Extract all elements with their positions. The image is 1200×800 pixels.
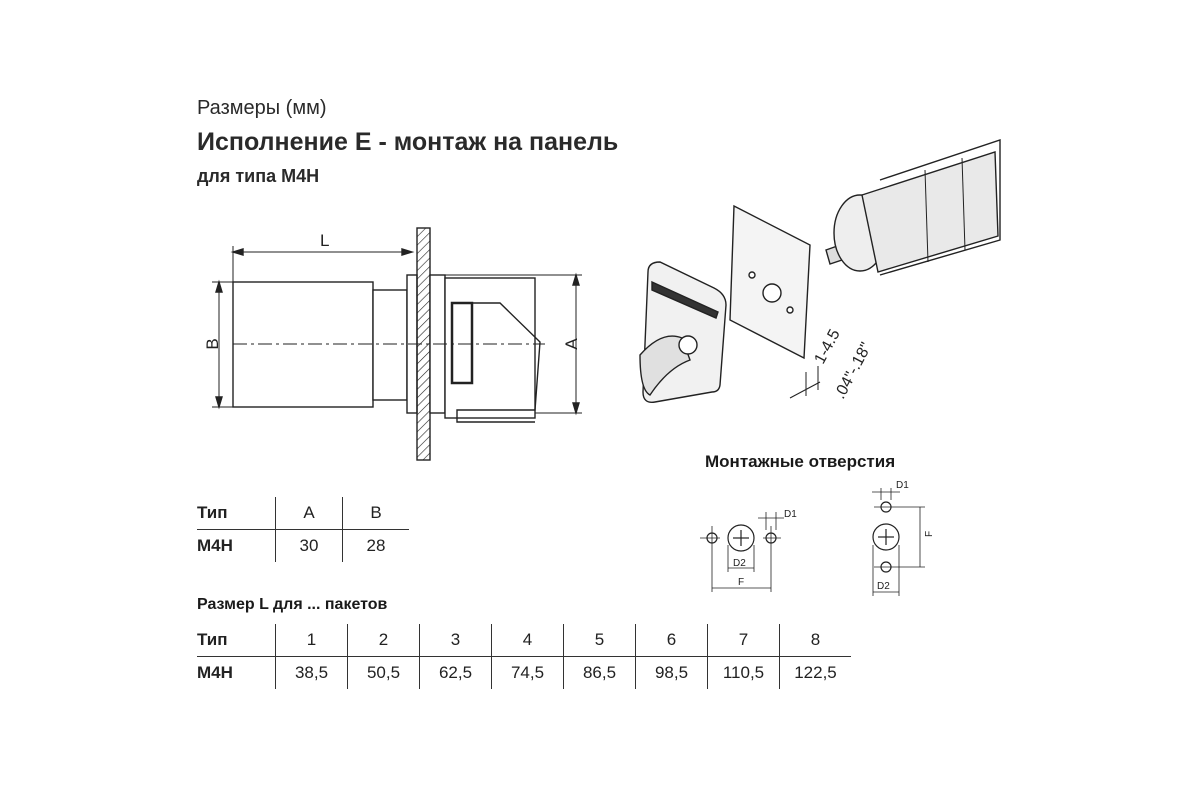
row-type: M4H	[197, 663, 233, 682]
cell-B: 28	[342, 529, 409, 562]
cell-A: 30	[275, 529, 343, 562]
exploded-view	[639, 139, 1001, 403]
cell-3: 62,5	[419, 656, 492, 689]
label-D1-v: D1	[896, 480, 909, 491]
label-D1-h: D1	[784, 509, 797, 520]
header-type: Тип	[197, 624, 276, 657]
panel-sheet	[729, 204, 811, 360]
row-type: M4H	[197, 536, 233, 555]
label-D2-h: D2	[733, 558, 746, 569]
cell-5: 86,5	[563, 656, 636, 689]
dimension-label-B: B	[203, 338, 222, 349]
switch-cam-body	[861, 151, 999, 273]
cell-2: 50,5	[347, 656, 420, 689]
switch-neck	[372, 289, 408, 401]
header-7: 7	[707, 624, 780, 657]
cell-6: 98,5	[635, 656, 708, 689]
subheading: для типа M4H	[197, 166, 320, 186]
page-title: Исполнение E - монтаж на панель	[197, 128, 619, 156]
mounting-holes-heading: Монтажные отверстия	[705, 452, 896, 471]
header-3: 3	[419, 624, 492, 657]
label-D2-v: D2	[877, 581, 890, 592]
pack-table-heading: Размер L для ... пакетов	[197, 596, 388, 613]
header-B: B	[342, 497, 409, 530]
table-row: M4H 30 28	[197, 529, 409, 562]
cell-1: 38,5	[275, 656, 348, 689]
header-6: 6	[635, 624, 708, 657]
header-type: Тип	[197, 497, 276, 530]
label-F-v: F	[924, 531, 935, 537]
header-2: 2	[347, 624, 420, 657]
header-1: 1	[275, 624, 348, 657]
ab-dimensions-table: Тип A B M4H 30 28	[197, 497, 409, 562]
header-8: 8	[779, 624, 851, 657]
hole-center-large	[727, 524, 755, 552]
cell-7: 110,5	[707, 656, 780, 689]
hole-center-large-v	[872, 523, 900, 551]
dimension-label-L: L	[320, 231, 329, 250]
header-5: 5	[563, 624, 636, 657]
header-4: 4	[491, 624, 564, 657]
header-A: A	[275, 497, 343, 530]
knob-lever-icon	[639, 335, 691, 396]
table-header-row: Тип 1 2 3 4 5 6 7 8	[197, 624, 851, 657]
label-F-h: F	[738, 577, 744, 588]
table-row: M4H 38,5 50,5 62,5 74,5 86,5 98,5 110,5 …	[197, 656, 851, 689]
pack-length-table: Тип 1 2 3 4 5 6 7 8 M4H 38,5 50,5 62,5 7…	[197, 624, 851, 689]
knob-handle	[456, 302, 541, 423]
dimension-label-A: A	[562, 338, 581, 350]
subtitle: Размеры (мм)	[197, 97, 327, 119]
knob-collar	[450, 301, 474, 385]
cell-4: 74,5	[491, 656, 564, 689]
cell-8: 122,5	[779, 656, 851, 689]
panel-center-hole	[762, 283, 782, 303]
table-header-row: Тип A B	[197, 497, 409, 530]
